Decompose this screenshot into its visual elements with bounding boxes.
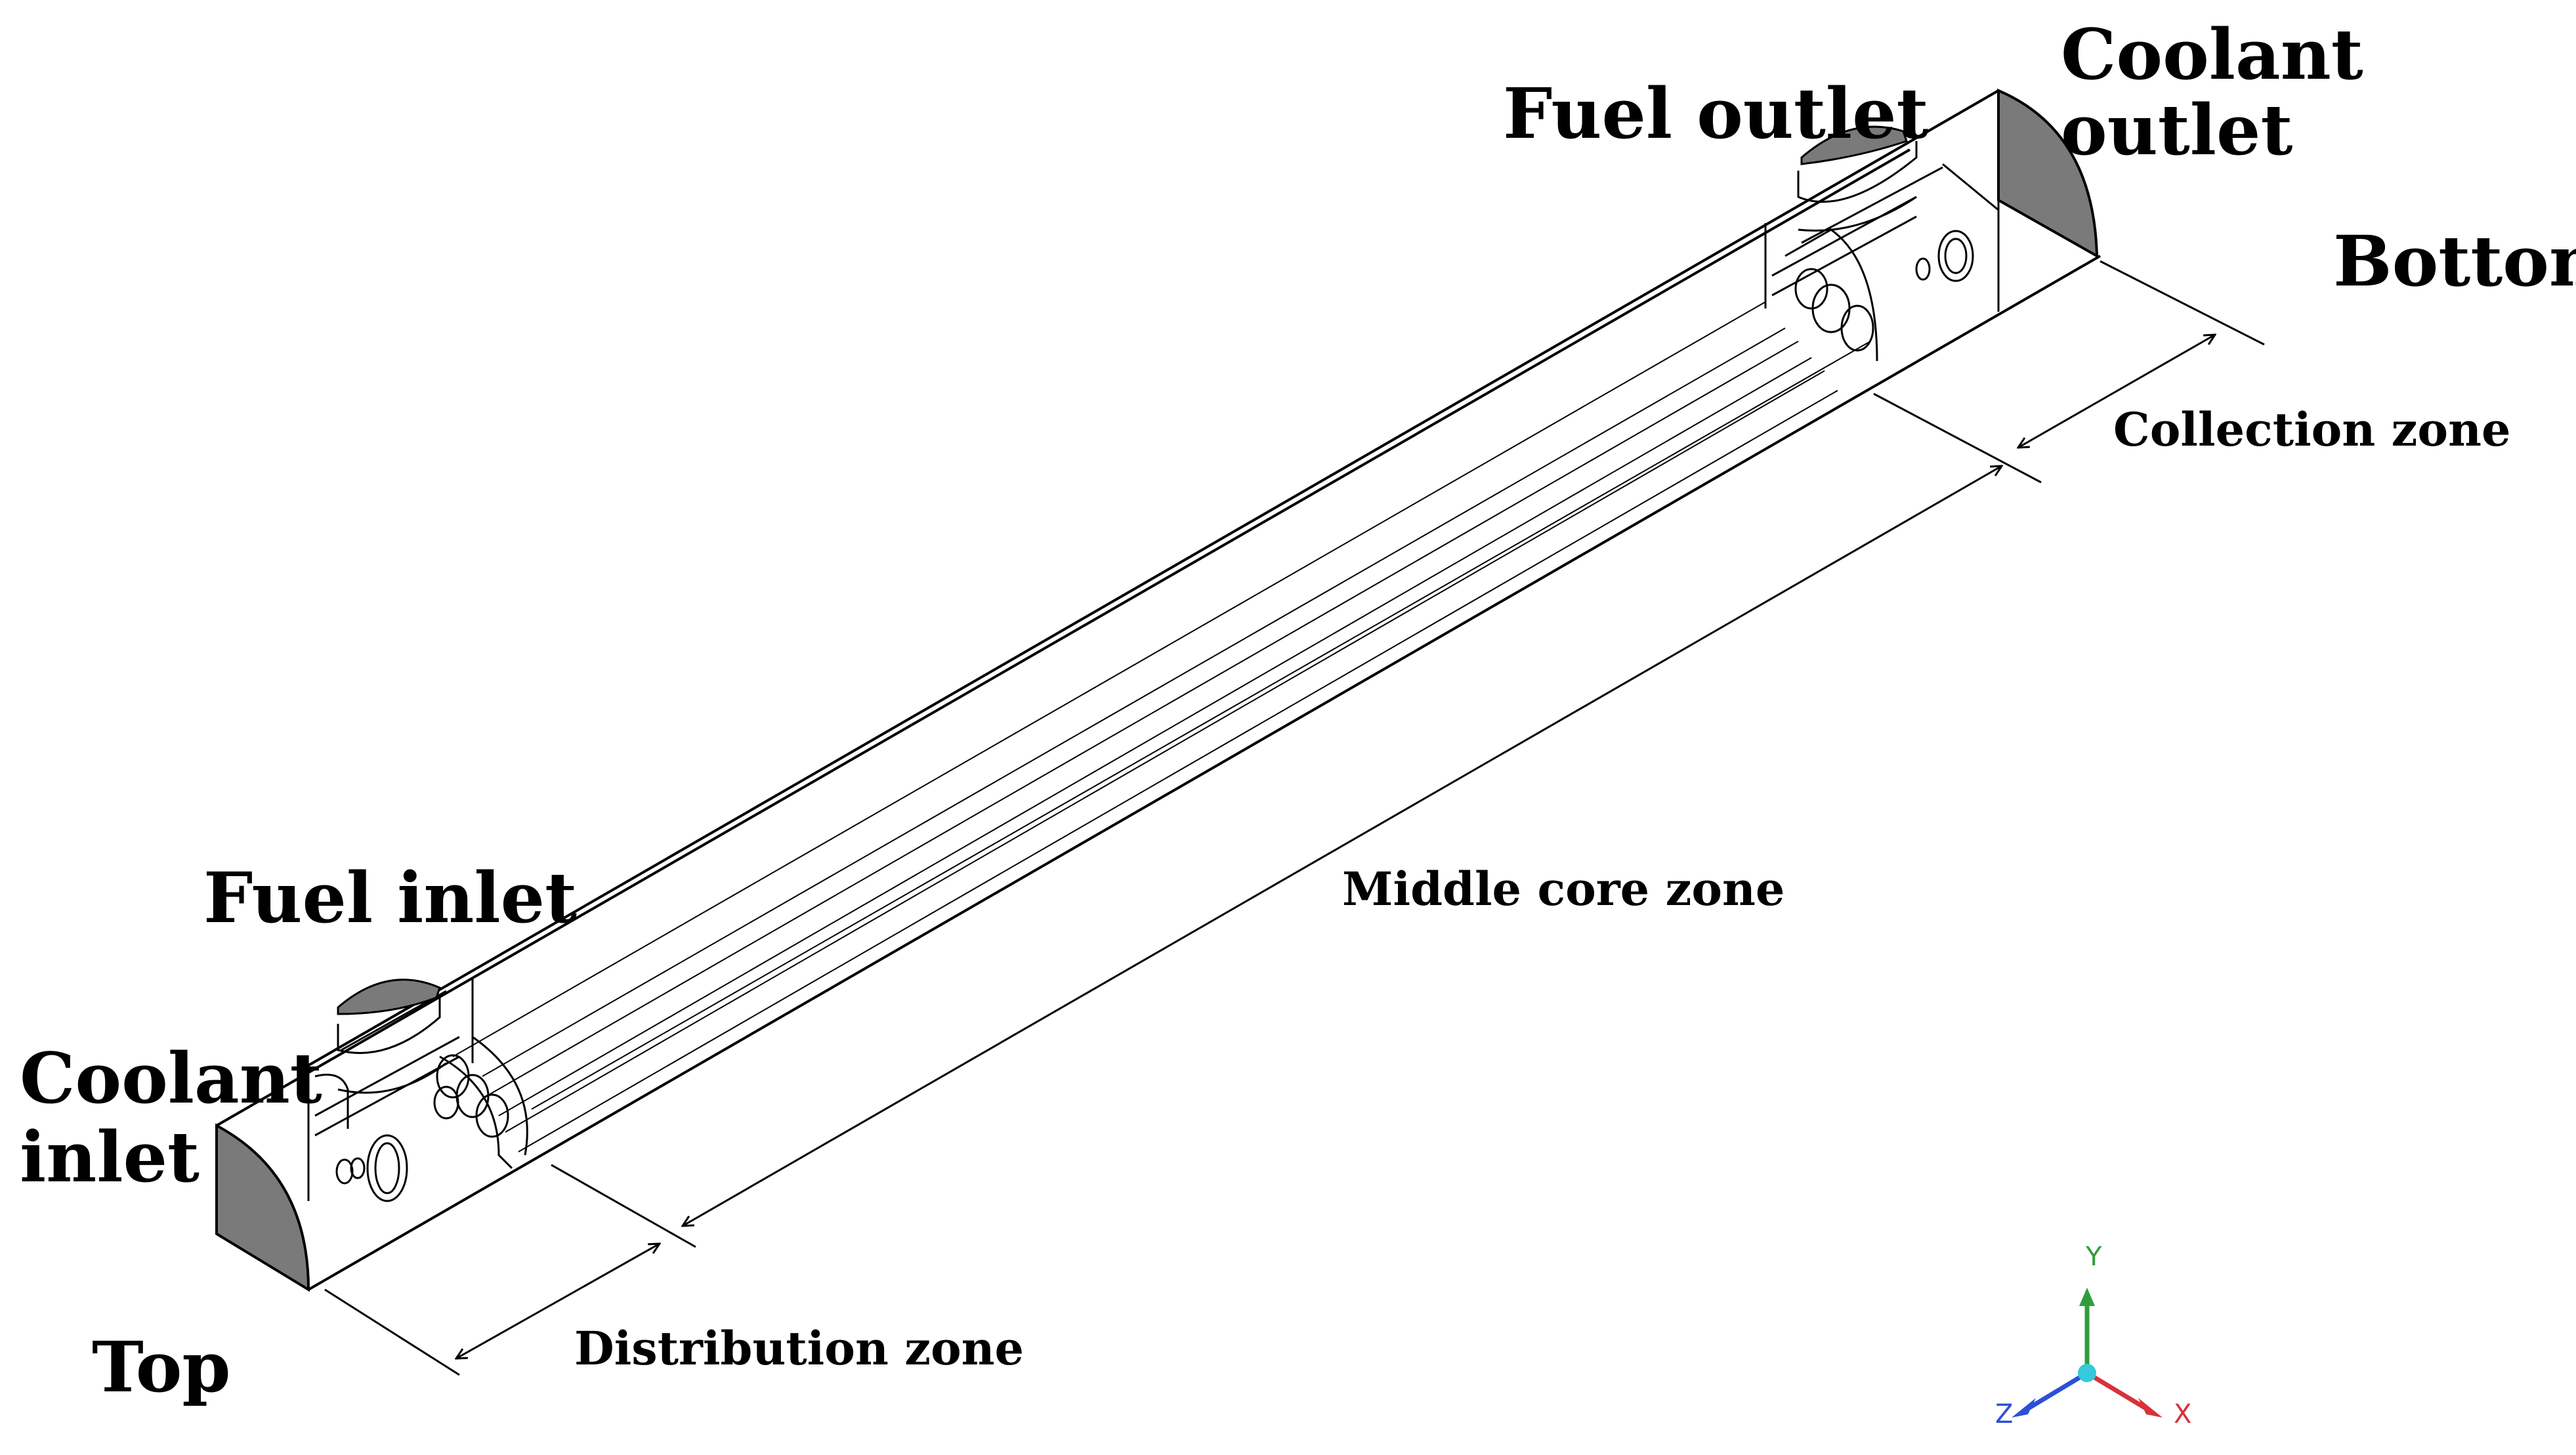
middle-core-zone-arrow <box>683 466 2002 1226</box>
distribution-header <box>307 978 528 1202</box>
top-label: Top <box>92 1326 231 1408</box>
distribution-end-tick <box>551 1164 696 1248</box>
y-axis-label: Y <box>2086 1242 2102 1272</box>
coolant-outlet-label-line2: outlet <box>2061 89 2293 171</box>
fuel-outlet-label: Fuel outlet <box>1503 72 1929 154</box>
channel-front-edge <box>216 148 1911 1127</box>
x-axis-arrowhead <box>2138 1398 2163 1418</box>
coolant-inlet-label-line1: Coolant <box>20 1037 322 1119</box>
internal-tubes <box>452 301 1871 1152</box>
distribution-zone-arrow <box>456 1244 660 1359</box>
fuel-outlet-cap <box>1800 125 1908 165</box>
distribution-zone-label: Distribution zone <box>574 1321 1024 1376</box>
y-axis-arrowhead <box>2079 1288 2095 1306</box>
z-axis-arrow <box>2028 1371 2088 1410</box>
collection-header <box>1764 92 2000 362</box>
fuel-inlet-label: Fuel inlet <box>203 856 578 938</box>
middle-core-zone-label: Middle core zone <box>1342 862 1785 916</box>
coolant-inlet-face <box>215 1123 310 1292</box>
coolant-outlet-label-line1: Coolant <box>2061 13 2363 95</box>
x-axis-arrow <box>2086 1371 2146 1410</box>
collection-zone-label: Collection zone <box>2113 402 2511 457</box>
coolant-outlet-face <box>1997 88 2099 259</box>
coolant-inlet-label-line2: inlet <box>20 1116 200 1198</box>
dimension-arrows <box>456 335 2215 1359</box>
x-axis-label: X <box>2174 1399 2192 1429</box>
bottom-boundary-tick <box>2100 260 2265 346</box>
top-boundary-tick <box>324 1288 460 1376</box>
channel-bottom-edge <box>308 255 2101 1291</box>
axis-triad <box>2012 1288 2163 1418</box>
zone-boundaries <box>324 260 2265 1376</box>
z-axis-arrowhead <box>2012 1398 2036 1418</box>
z-axis-label: Z <box>1995 1399 2014 1429</box>
fuel-inlet-cap <box>337 979 441 1015</box>
collection-zone-arrow <box>2018 335 2215 448</box>
bottom-label: Bottom <box>2333 220 2576 302</box>
axis-origin <box>2078 1364 2096 1382</box>
collection-start-tick <box>1873 392 2042 484</box>
